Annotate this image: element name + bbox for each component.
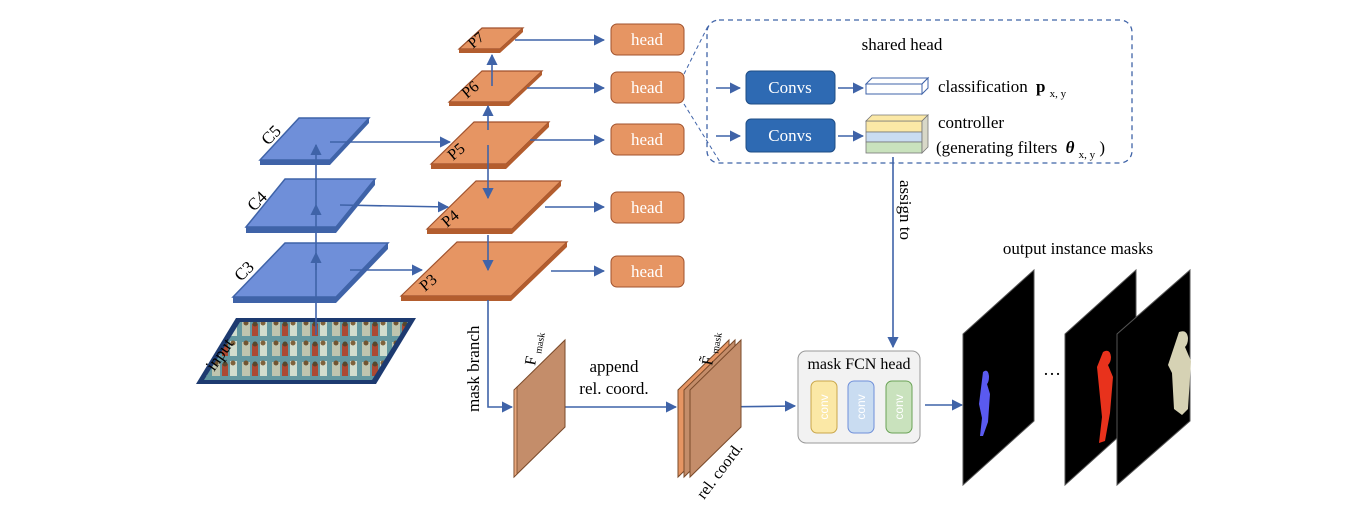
controller-subscript: x, y bbox=[1079, 149, 1096, 161]
head-p5: head bbox=[610, 123, 685, 156]
head-p6: head bbox=[610, 71, 685, 104]
classification-subscript: x, y bbox=[1050, 88, 1067, 100]
head-p3-label: head bbox=[631, 262, 664, 281]
fmask-tilde-label: F̃ mask bbox=[698, 330, 725, 367]
fpn-p5 bbox=[429, 121, 551, 169]
fmask-symbol: F bbox=[522, 355, 540, 367]
fpn-p4 bbox=[425, 180, 563, 234]
head-p7-label: head bbox=[631, 30, 664, 49]
output-ellipsis: … bbox=[1043, 359, 1061, 379]
convs-classification-label: Convs bbox=[768, 78, 811, 97]
append-label-line1: append bbox=[589, 357, 639, 376]
append-label-line2: rel. coord. bbox=[579, 379, 648, 398]
head-p4: head bbox=[610, 191, 685, 224]
mask-fcn-conv-3: conv bbox=[885, 380, 913, 434]
controller-desc-prefix: (generating filters bbox=[936, 138, 1057, 157]
mask-fcn-conv-2: conv bbox=[847, 380, 875, 434]
output-masks-title: output instance masks bbox=[1003, 239, 1153, 258]
p6-label: P6 bbox=[459, 78, 483, 102]
classification-label: classification bbox=[938, 77, 1028, 96]
connectors bbox=[310, 34, 964, 414]
convs-controller-label: Convs bbox=[768, 126, 811, 145]
backbone-c3 bbox=[231, 242, 390, 303]
mask-fcn-conv-1: conv bbox=[810, 380, 838, 434]
output-mask-3 bbox=[1116, 268, 1191, 487]
head-p6-label: head bbox=[631, 78, 664, 97]
input-image bbox=[196, 318, 416, 384]
p4-label: P4 bbox=[439, 207, 463, 231]
mask-fcn-conv-3-label: conv bbox=[892, 394, 906, 419]
classification-text: classification p x, y bbox=[938, 77, 1067, 100]
head-p7: head bbox=[610, 23, 685, 56]
controller-tensor bbox=[865, 114, 929, 154]
output-mask-1 bbox=[962, 268, 1035, 487]
shared-head-title: shared head bbox=[862, 35, 943, 54]
classification-symbol: p bbox=[1036, 77, 1045, 96]
fmask-subscript: mask bbox=[533, 332, 547, 355]
fmask-label: F mask bbox=[522, 330, 548, 367]
controller-desc-suffix: ) bbox=[1099, 138, 1105, 157]
convs-classification: Convs bbox=[745, 70, 836, 105]
fmask-feature-map bbox=[513, 338, 566, 479]
head-p5-label: head bbox=[631, 130, 664, 149]
controller-label: controller bbox=[938, 113, 1004, 132]
fpn-p7 bbox=[457, 27, 525, 53]
mask-branch-label: mask branch bbox=[464, 325, 483, 412]
shared-head-panel bbox=[683, 19, 1133, 164]
fmask-tilde-feature-map bbox=[677, 338, 742, 479]
head-p4-label: head bbox=[631, 198, 664, 217]
mask-fcn-title: mask FCN head bbox=[807, 356, 910, 373]
convs-controller: Convs bbox=[745, 118, 836, 153]
p3-label: P3 bbox=[417, 271, 441, 295]
mask-fcn-conv-2-label: conv bbox=[854, 394, 868, 419]
backbone-c4 bbox=[244, 178, 377, 233]
fpn-p6 bbox=[447, 70, 544, 106]
head-p3: head bbox=[610, 255, 685, 288]
assign-to-label: assign to bbox=[896, 180, 915, 240]
fmask-tilde-symbol: F̃ bbox=[698, 355, 717, 367]
controller-theta-symbol: θ bbox=[1066, 138, 1075, 157]
mask-fcn-conv-1-label: conv bbox=[817, 394, 831, 419]
classification-tensor bbox=[864, 76, 930, 96]
controller-description: (generating filters θ x, y ) bbox=[936, 138, 1105, 162]
fmask-tilde-subscript: mask bbox=[710, 332, 724, 355]
